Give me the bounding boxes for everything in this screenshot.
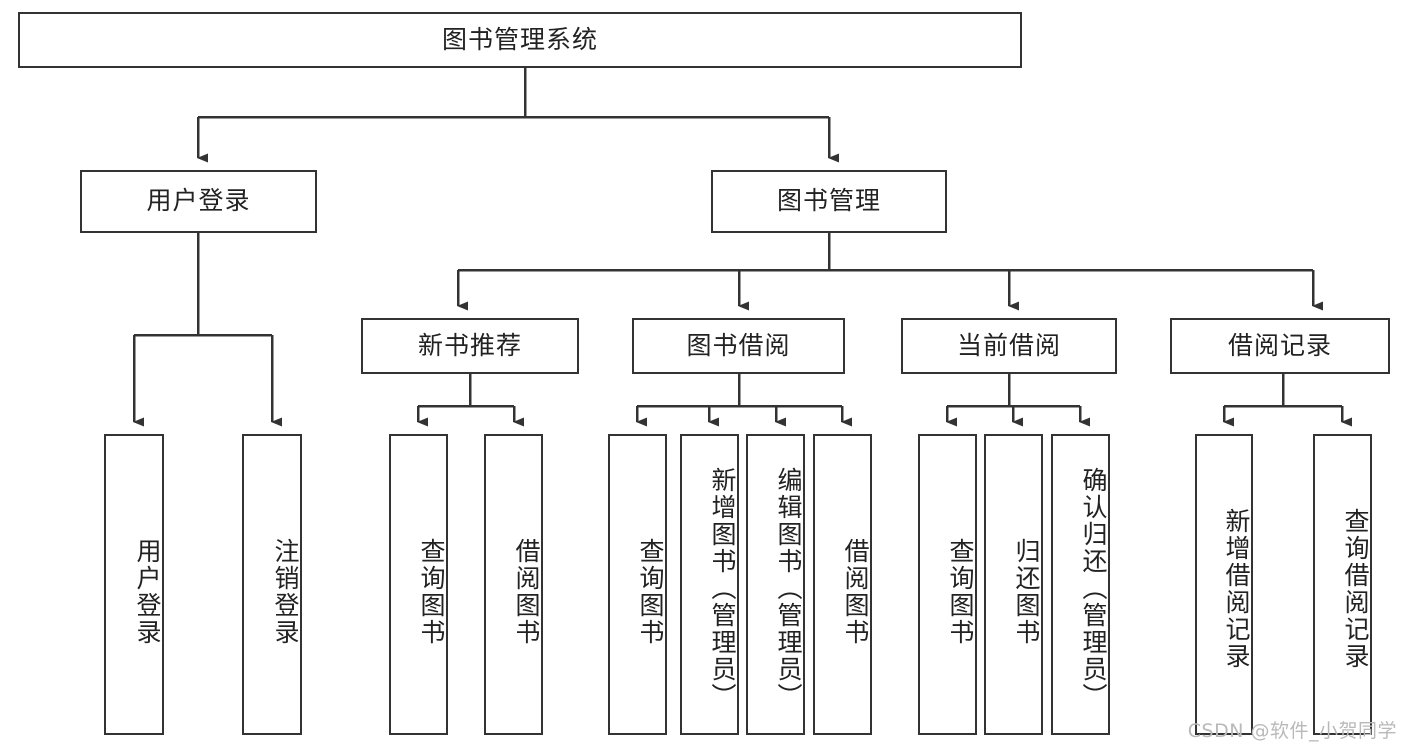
node-leaf-borrow-book-2[interactable]: 借阅图书 xyxy=(813,434,872,735)
node-leaf-add-book[interactable]: 新增图书（管理员） xyxy=(680,434,739,735)
node-book-borrow[interactable]: 图书借阅 xyxy=(632,318,845,374)
node-leaf-borrow-book-1[interactable]: 借阅图书 xyxy=(484,434,543,735)
node-current-borrow[interactable]: 当前借阅 xyxy=(901,318,1117,374)
node-book-manage[interactable]: 图书管理 xyxy=(711,170,947,233)
node-leaf-query-book-1[interactable]: 查询图书 xyxy=(389,434,448,735)
node-leaf-borrow-book-1-label: 借阅图书 xyxy=(512,537,541,646)
node-leaf-add-record-label: 新增借阅记录 xyxy=(1222,507,1251,670)
node-leaf-logout[interactable]: 注销登录 xyxy=(242,434,302,735)
node-borrow-record-label: 借阅记录 xyxy=(1227,330,1332,360)
node-leaf-confirm-return-label: 确认归还（管理员） xyxy=(1079,467,1108,710)
node-leaf-add-record[interactable]: 新增借阅记录 xyxy=(1195,434,1253,735)
node-user-login-label: 用户登录 xyxy=(146,186,251,216)
node-leaf-add-book-label: 新增图书（管理员） xyxy=(708,467,737,710)
node-leaf-query-book-3-label: 查询图书 xyxy=(946,537,975,646)
node-root-label: 图书管理系统 xyxy=(441,24,598,54)
node-book-borrow-label: 图书借阅 xyxy=(686,330,791,360)
node-leaf-query-book-2[interactable]: 查询图书 xyxy=(608,434,667,735)
node-book-manage-label: 图书管理 xyxy=(776,186,881,216)
node-leaf-user-login[interactable]: 用户登录 xyxy=(104,434,164,735)
node-leaf-confirm-return[interactable]: 确认归还（管理员） xyxy=(1051,434,1110,735)
node-leaf-edit-book-label: 编辑图书（管理员） xyxy=(774,467,803,710)
node-leaf-query-book-2-label: 查询图书 xyxy=(636,537,665,646)
node-leaf-query-book-1-label: 查询图书 xyxy=(417,537,446,646)
watermark: CSDN @软件_小贺同学 xyxy=(1187,720,1397,742)
node-leaf-query-record-label: 查询借阅记录 xyxy=(1341,507,1370,670)
node-borrow-record[interactable]: 借阅记录 xyxy=(1170,318,1390,374)
node-new-book-rec-label: 新书推荐 xyxy=(417,330,522,360)
node-root[interactable]: 图书管理系统 xyxy=(18,12,1022,68)
node-new-book-rec[interactable]: 新书推荐 xyxy=(361,318,579,374)
node-leaf-return-book-label: 归还图书 xyxy=(1012,537,1041,646)
node-leaf-query-book-3[interactable]: 查询图书 xyxy=(918,434,977,735)
node-leaf-logout-label: 注销登录 xyxy=(271,537,300,646)
node-user-login[interactable]: 用户登录 xyxy=(80,170,317,233)
node-leaf-query-record[interactable]: 查询借阅记录 xyxy=(1313,434,1372,735)
node-leaf-user-login-label: 用户登录 xyxy=(133,537,162,646)
node-leaf-edit-book[interactable]: 编辑图书（管理员） xyxy=(746,434,805,735)
node-current-borrow-label: 当前借阅 xyxy=(956,330,1061,360)
node-leaf-return-book[interactable]: 归还图书 xyxy=(984,434,1043,735)
node-leaf-borrow-book-2-label: 借阅图书 xyxy=(841,537,870,646)
